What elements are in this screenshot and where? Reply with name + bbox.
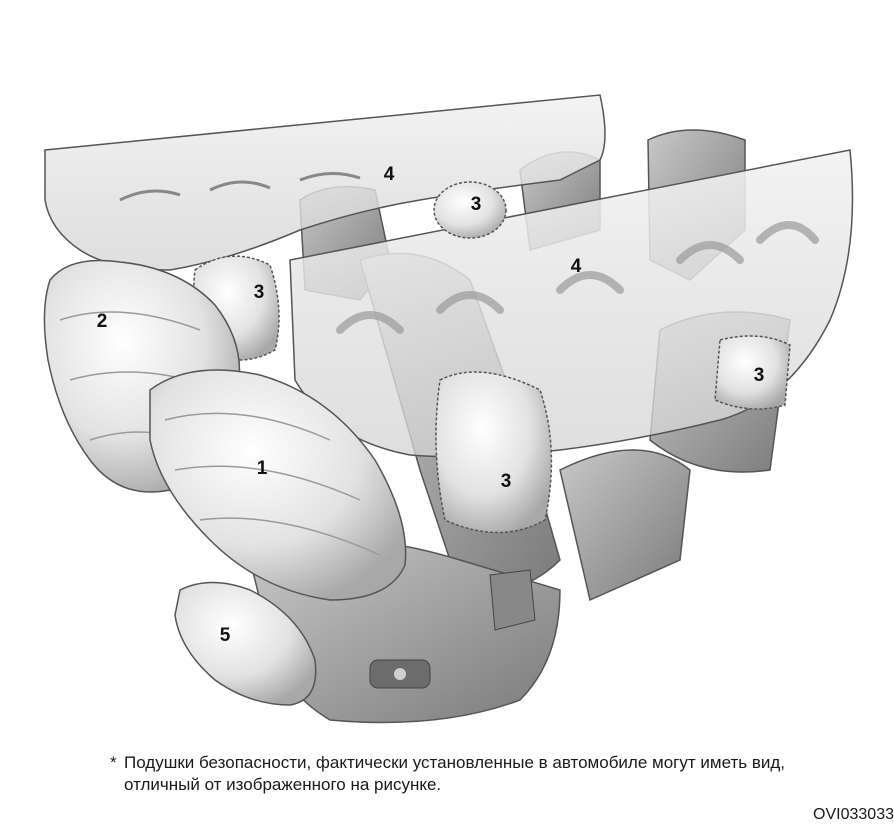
callout-driver-front: 1: [257, 458, 268, 479]
callout-side-center: 3: [501, 471, 512, 492]
figure-code: OVI033033: [813, 806, 894, 824]
callout-curtain-front: 4: [571, 256, 582, 277]
callout-curtain-rear: 4: [384, 164, 395, 185]
callout-side-left: 3: [254, 282, 265, 303]
callout-side-top: 3: [471, 194, 482, 215]
footnote-text: Подушки безопасности, фактически установ…: [110, 752, 850, 796]
side-airbag-right: [715, 336, 790, 409]
side-airbag-center: [436, 372, 551, 533]
callout-knee: 5: [220, 625, 231, 646]
callout-side-right: 3: [754, 365, 765, 386]
footnote: * Подушки безопасности, фактически устан…: [110, 752, 850, 796]
airbag-illustration: 1 2 3 3 3 3 4 4 5: [0, 0, 894, 740]
footnote-marker: *: [110, 752, 117, 774]
callout-passenger-front: 2: [97, 311, 108, 332]
